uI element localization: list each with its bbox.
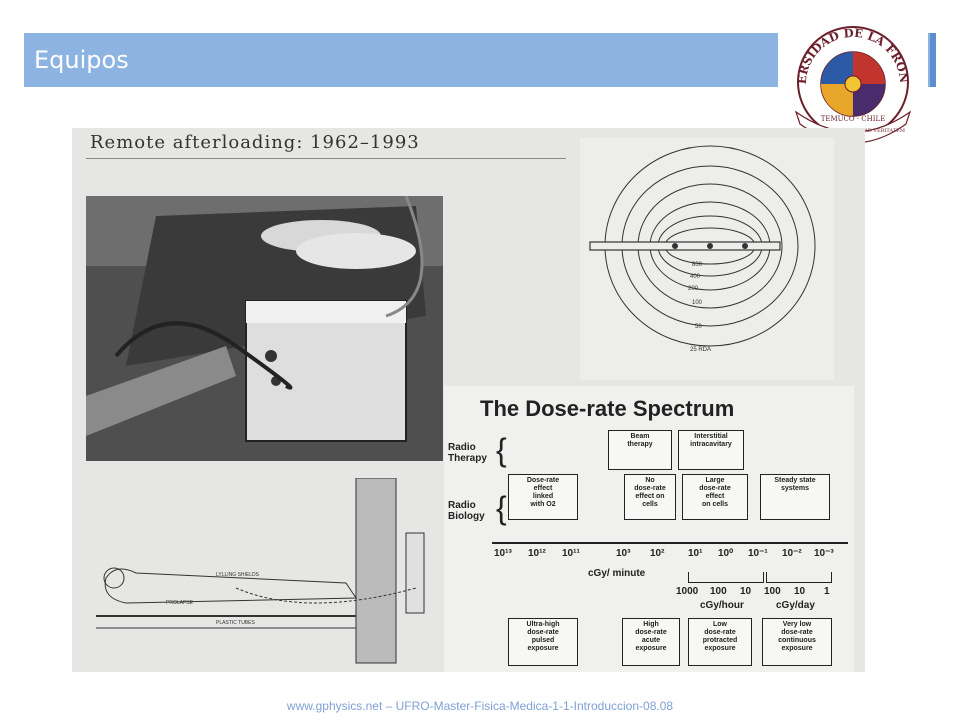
hour-value: 100 [710,586,727,597]
day-tick: 10⁻³ [814,548,834,559]
day-value: 100 [764,586,781,597]
isodose-label: 100 [692,300,703,306]
dose-rate-title: The Dose-rate Spectrum [480,396,735,421]
hour-value: 1000 [676,586,699,597]
hour-bracket [688,572,764,583]
isodose-label: 200 [688,286,699,292]
minute-tick: 10¹² [528,548,546,559]
brace-biology-icon: { [496,490,507,526]
isodose-chart-icon: 800 400 200 100 50 25 RDA [589,145,816,353]
header-rule [86,158,566,159]
patient-diagram: LYLLING SHIELDS PROLAPSE PLASTIC TUBES [86,477,446,668]
isodose-label: 800 [692,262,703,268]
day-unit: cGy/day [776,600,815,611]
isodose-label: 25 RDA [690,347,711,353]
slide-title: Equipos [34,46,129,74]
afterloader-photo [86,196,443,461]
hour-tick: 10⁰ [718,548,734,559]
logo-city: TEMUCO · CHILE [821,115,886,123]
minute-tick: 10² [650,548,665,559]
hour-tick: 10¹ [688,548,703,559]
minute-unit: cGy/ minute [588,568,646,579]
afterloader-photo-icon [86,196,443,461]
minute-tick: 10³ [616,548,631,559]
hour-tick: 10⁻¹ [748,548,768,559]
scanned-figure: Remote afterloading: 1962–1993 [72,128,865,672]
minute-tick: 10¹³ [494,548,512,559]
isodose-label: 50 [695,324,702,330]
patient-diagram-icon: LYLLING SHIELDS PROLAPSE PLASTIC TUBES [96,477,425,664]
day-bracket [766,572,832,583]
diagram-label: PLASTIC TUBES [216,620,255,626]
isodose-label: 400 [690,274,701,280]
diagram-label: LYLLING SHIELDS [216,572,260,578]
day-value: 10 [794,586,806,597]
brace-therapy-icon: { [496,432,507,468]
day-value: 1 [824,586,830,597]
slide-footer: www.gphysics.net – UFRO-Master-Fisica-Me… [286,699,674,713]
scan-header: Remote afterloading: 1962–1993 [90,132,420,153]
minute-tick: 10¹¹ [562,548,580,559]
hour-value: 10 [740,586,752,597]
day-tick: 10⁻² [782,548,802,559]
hour-unit: cGy/hour [700,600,744,611]
title-accent [930,33,936,87]
dose-axis [492,542,848,544]
diagram-label: PROLAPSE [166,600,194,606]
isodose-curves: 800 400 200 100 50 25 RDA [580,138,834,380]
